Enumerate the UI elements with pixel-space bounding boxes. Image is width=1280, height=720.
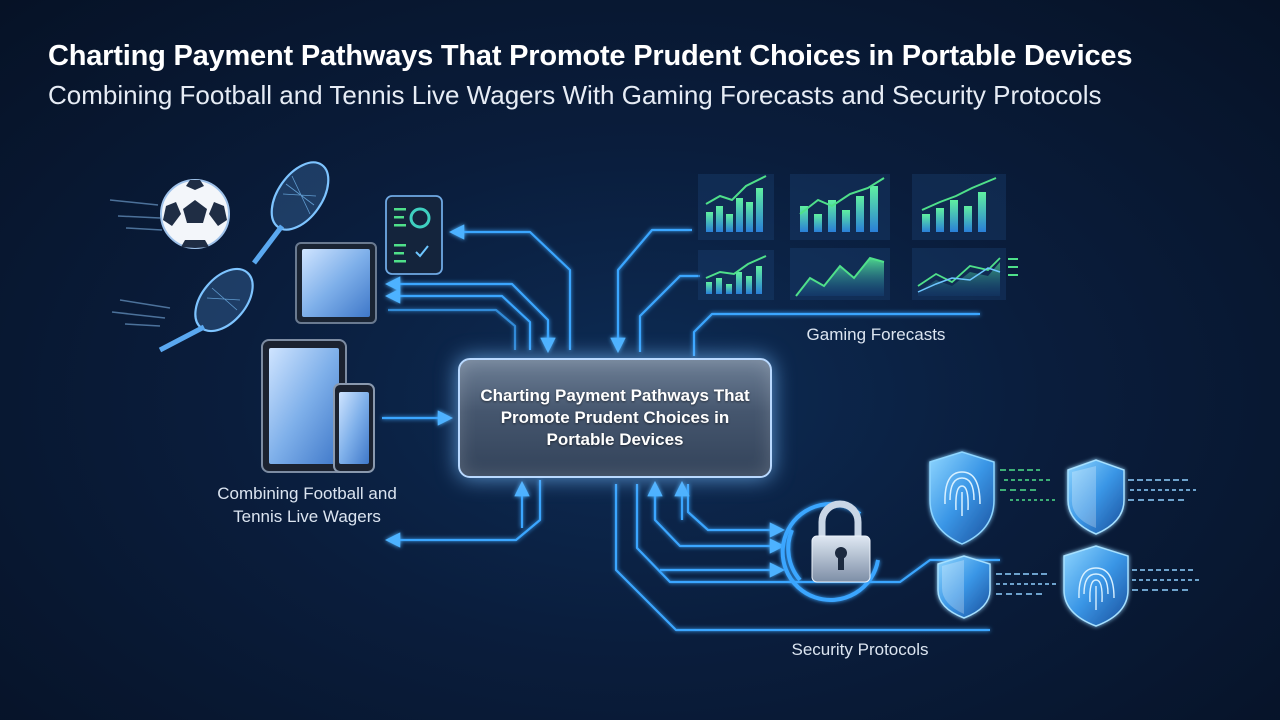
connector-security-2 (635, 484, 1000, 584)
connector-left-bottom (384, 480, 542, 548)
connector-lines (382, 224, 1000, 632)
tennis-racket-icon-2 (158, 267, 254, 353)
fingerprint-shield-icon-2 (1063, 545, 1129, 627)
line-chart-icon (790, 248, 890, 300)
dashboard-device-icon (385, 195, 443, 275)
connector-security-3 (653, 484, 786, 554)
page-title: Charting Payment Pathways That Promote P… (48, 40, 1133, 72)
bar-chart-icon-4 (698, 250, 774, 300)
connector-charts-3 (692, 312, 980, 356)
padlock-icon (780, 500, 880, 602)
data-streaks (996, 469, 1200, 595)
tablet-large-icon (261, 339, 347, 473)
gaming-forecasts-label: Gaming Forecasts (806, 325, 946, 344)
security-protocols-label: Security Protocols (791, 640, 929, 659)
connector-dashboard (448, 224, 572, 350)
central-hub-label: Charting Payment Pathways That Promote P… (480, 386, 750, 449)
football-icon (160, 179, 230, 249)
bar-chart-icon-2 (790, 174, 890, 240)
shield-icon (1067, 459, 1125, 535)
connector-charts-1 (610, 228, 692, 354)
motion-streaks (109, 199, 171, 327)
connector-tablet-2 (384, 288, 532, 350)
page-subtitle: Combining Football and Tennis Live Wager… (48, 80, 1102, 110)
tennis-racket-icon (252, 161, 330, 265)
connector-charts-2 (638, 274, 700, 352)
connector-security-5 (686, 484, 786, 538)
central-hub-box: Charting Payment Pathways That Promote P… (458, 358, 772, 478)
bar-chart-icon-3 (912, 174, 1006, 240)
connector-tablet-3 (388, 308, 517, 350)
fingerprint-shield-icon (929, 451, 995, 545)
bar-chart-icon (698, 174, 774, 240)
connector-security-1 (614, 484, 990, 632)
sports-wagers-label: Combining Football and Tennis Live Wager… (217, 484, 397, 526)
tablet-icon (295, 242, 377, 324)
smartphone-icon (333, 383, 375, 473)
shield-icon-2 (937, 555, 991, 619)
line-chart-icon-2 (912, 248, 1018, 300)
